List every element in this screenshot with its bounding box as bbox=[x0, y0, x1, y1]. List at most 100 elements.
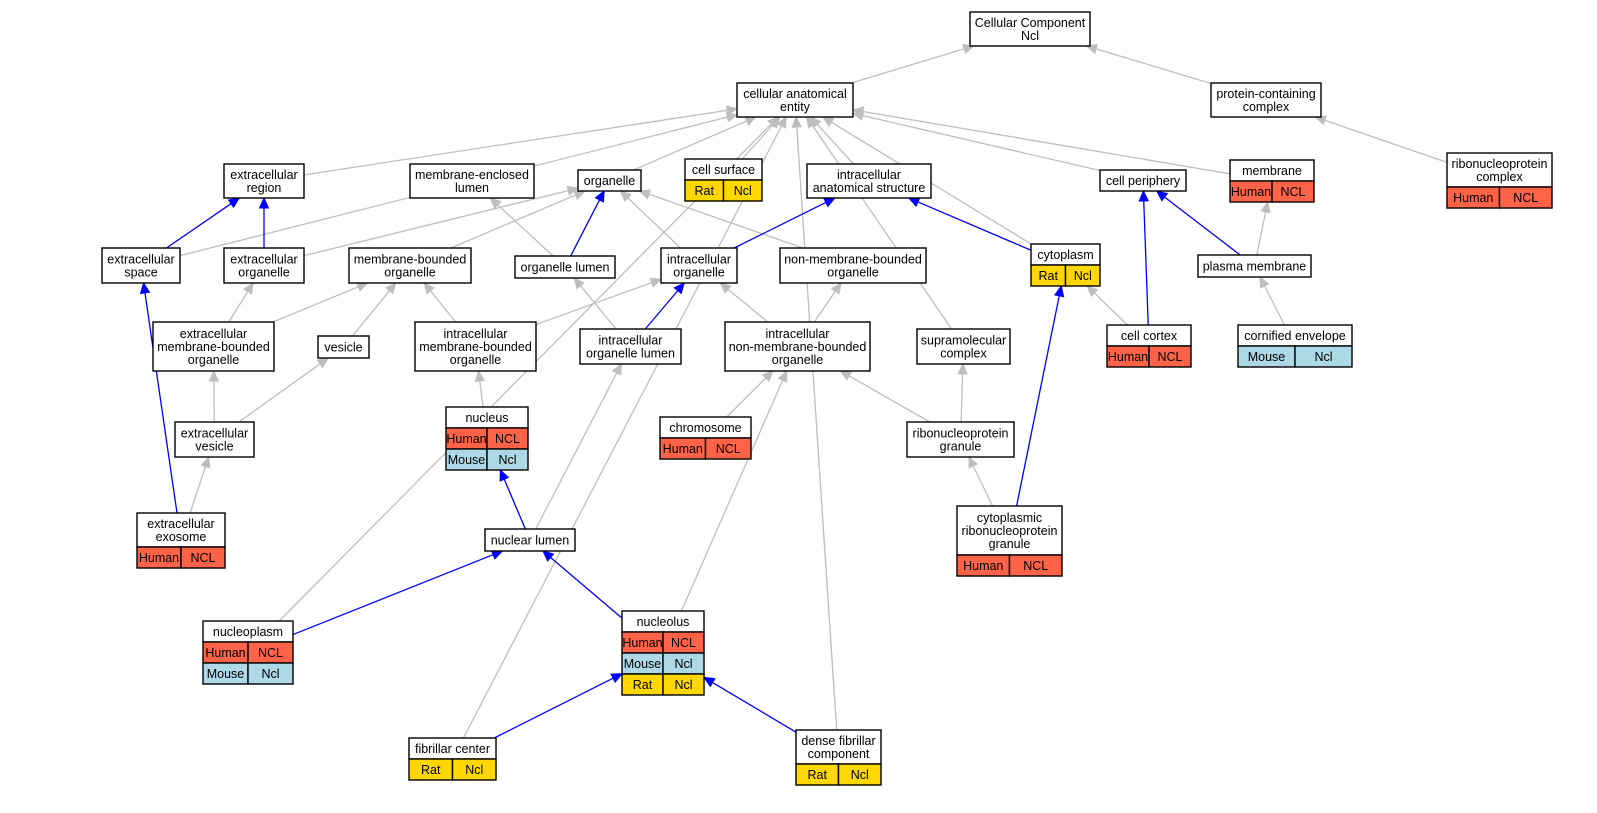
edge-arrowhead bbox=[649, 277, 663, 288]
node-label: cornified envelope bbox=[1244, 329, 1346, 343]
node-box bbox=[577, 169, 642, 192]
edge-cytoplasmic-ribonucleoprotein-granule-to-ribonucleoprotein-granule bbox=[968, 455, 994, 507]
node-label: complex bbox=[940, 347, 987, 361]
species-label: Human bbox=[205, 646, 245, 660]
node-organelle[interactable]: organelle bbox=[577, 169, 642, 192]
node-box bbox=[956, 505, 1063, 556]
edge-nucleolus-to-nuclear-lumen bbox=[542, 550, 623, 619]
node-organelle-lumen[interactable]: organelle lumen bbox=[514, 255, 616, 279]
gene-cell bbox=[1064, 264, 1101, 287]
node-plasma-membrane[interactable]: plasma membrane bbox=[1197, 254, 1312, 278]
edge-line bbox=[1143, 200, 1149, 326]
species-label: Human bbox=[963, 559, 1003, 573]
node-label: anatomical structure bbox=[813, 181, 926, 195]
edge-arrowhead bbox=[702, 676, 716, 688]
edge-cell-periphery-to-cellular-anatomical-entity bbox=[851, 110, 1101, 172]
edge-line bbox=[1095, 48, 1212, 85]
edge-extracellular-region-to-cellular-anatomical-entity bbox=[303, 105, 739, 176]
edge-line bbox=[741, 124, 774, 160]
edge-arrowhead bbox=[499, 468, 510, 482]
species-label: Rat bbox=[808, 768, 828, 782]
edge-arrowhead bbox=[1155, 190, 1169, 202]
edge-arrowhead bbox=[1138, 189, 1150, 202]
node-label: ribonucleoprotein bbox=[1452, 157, 1548, 171]
edge-line bbox=[1324, 119, 1448, 164]
edge-cell-cortex-to-cell-periphery bbox=[1138, 189, 1150, 326]
edge-line bbox=[727, 288, 769, 323]
gene-cell bbox=[247, 662, 294, 685]
node-label: region bbox=[247, 181, 282, 195]
node-box bbox=[484, 528, 576, 552]
edge-intracellular-membrane-bounded-organelle-to-intracellular-organelle bbox=[535, 277, 663, 326]
species-label: Human bbox=[139, 551, 179, 565]
gene-cell bbox=[486, 448, 529, 471]
gene-cell bbox=[1008, 554, 1063, 577]
edge-arrowhead bbox=[821, 116, 835, 127]
node-label: exosome bbox=[156, 530, 207, 544]
edge-line bbox=[570, 199, 601, 257]
node-box bbox=[579, 328, 682, 365]
node-box bbox=[660, 247, 738, 284]
node-label: Ncl bbox=[1021, 29, 1039, 43]
edge-cell-cortex-to-cytoplasm bbox=[1086, 285, 1128, 326]
node-label: intracellular bbox=[599, 334, 663, 348]
edge-arrowhead bbox=[474, 369, 486, 383]
edge-arrowhead bbox=[258, 196, 270, 209]
node-label: component bbox=[808, 747, 870, 761]
node-intracellular-non-membrane-bounded-organelle[interactable]: intracellularnon-membrane-boundedorganel… bbox=[724, 321, 871, 372]
edge-arrowhead bbox=[761, 370, 774, 383]
edge-cornified-envelope-to-plasma-membrane bbox=[1259, 275, 1285, 326]
edge-arrowhead bbox=[243, 281, 254, 295]
edge-line bbox=[796, 126, 838, 731]
node-cell-periphery[interactable]: cell periphery bbox=[1099, 169, 1187, 192]
edge-line bbox=[497, 204, 554, 257]
node-label: complex bbox=[1476, 170, 1523, 184]
edge-intracellular-anatomical-structure-to-cellular-anatomical-entity bbox=[809, 116, 854, 165]
node-label: cytoplasm bbox=[1037, 248, 1093, 262]
node-label: intracellular bbox=[444, 327, 508, 341]
node-label: plasma membrane bbox=[1203, 260, 1307, 274]
edge-arrowhead bbox=[851, 110, 865, 121]
node-nuclear-lumen[interactable]: nuclear lumen bbox=[484, 528, 576, 552]
edge-line bbox=[1264, 285, 1285, 326]
node-cytoplasmic-ribonucleoprotein-granule[interactable]: cytoplasmicribonucleoproteingranuleHuman… bbox=[956, 505, 1063, 577]
node-box bbox=[223, 247, 305, 284]
gene-cell bbox=[1294, 345, 1353, 368]
edge-arrowhead bbox=[542, 550, 555, 562]
edge-line bbox=[535, 282, 652, 326]
edge-line bbox=[272, 286, 359, 323]
species-label: Mouse bbox=[448, 453, 486, 467]
node-vesicle[interactable]: vesicle bbox=[317, 335, 370, 359]
edge-nucleoplasm-to-nuclear-lumen bbox=[292, 549, 504, 636]
